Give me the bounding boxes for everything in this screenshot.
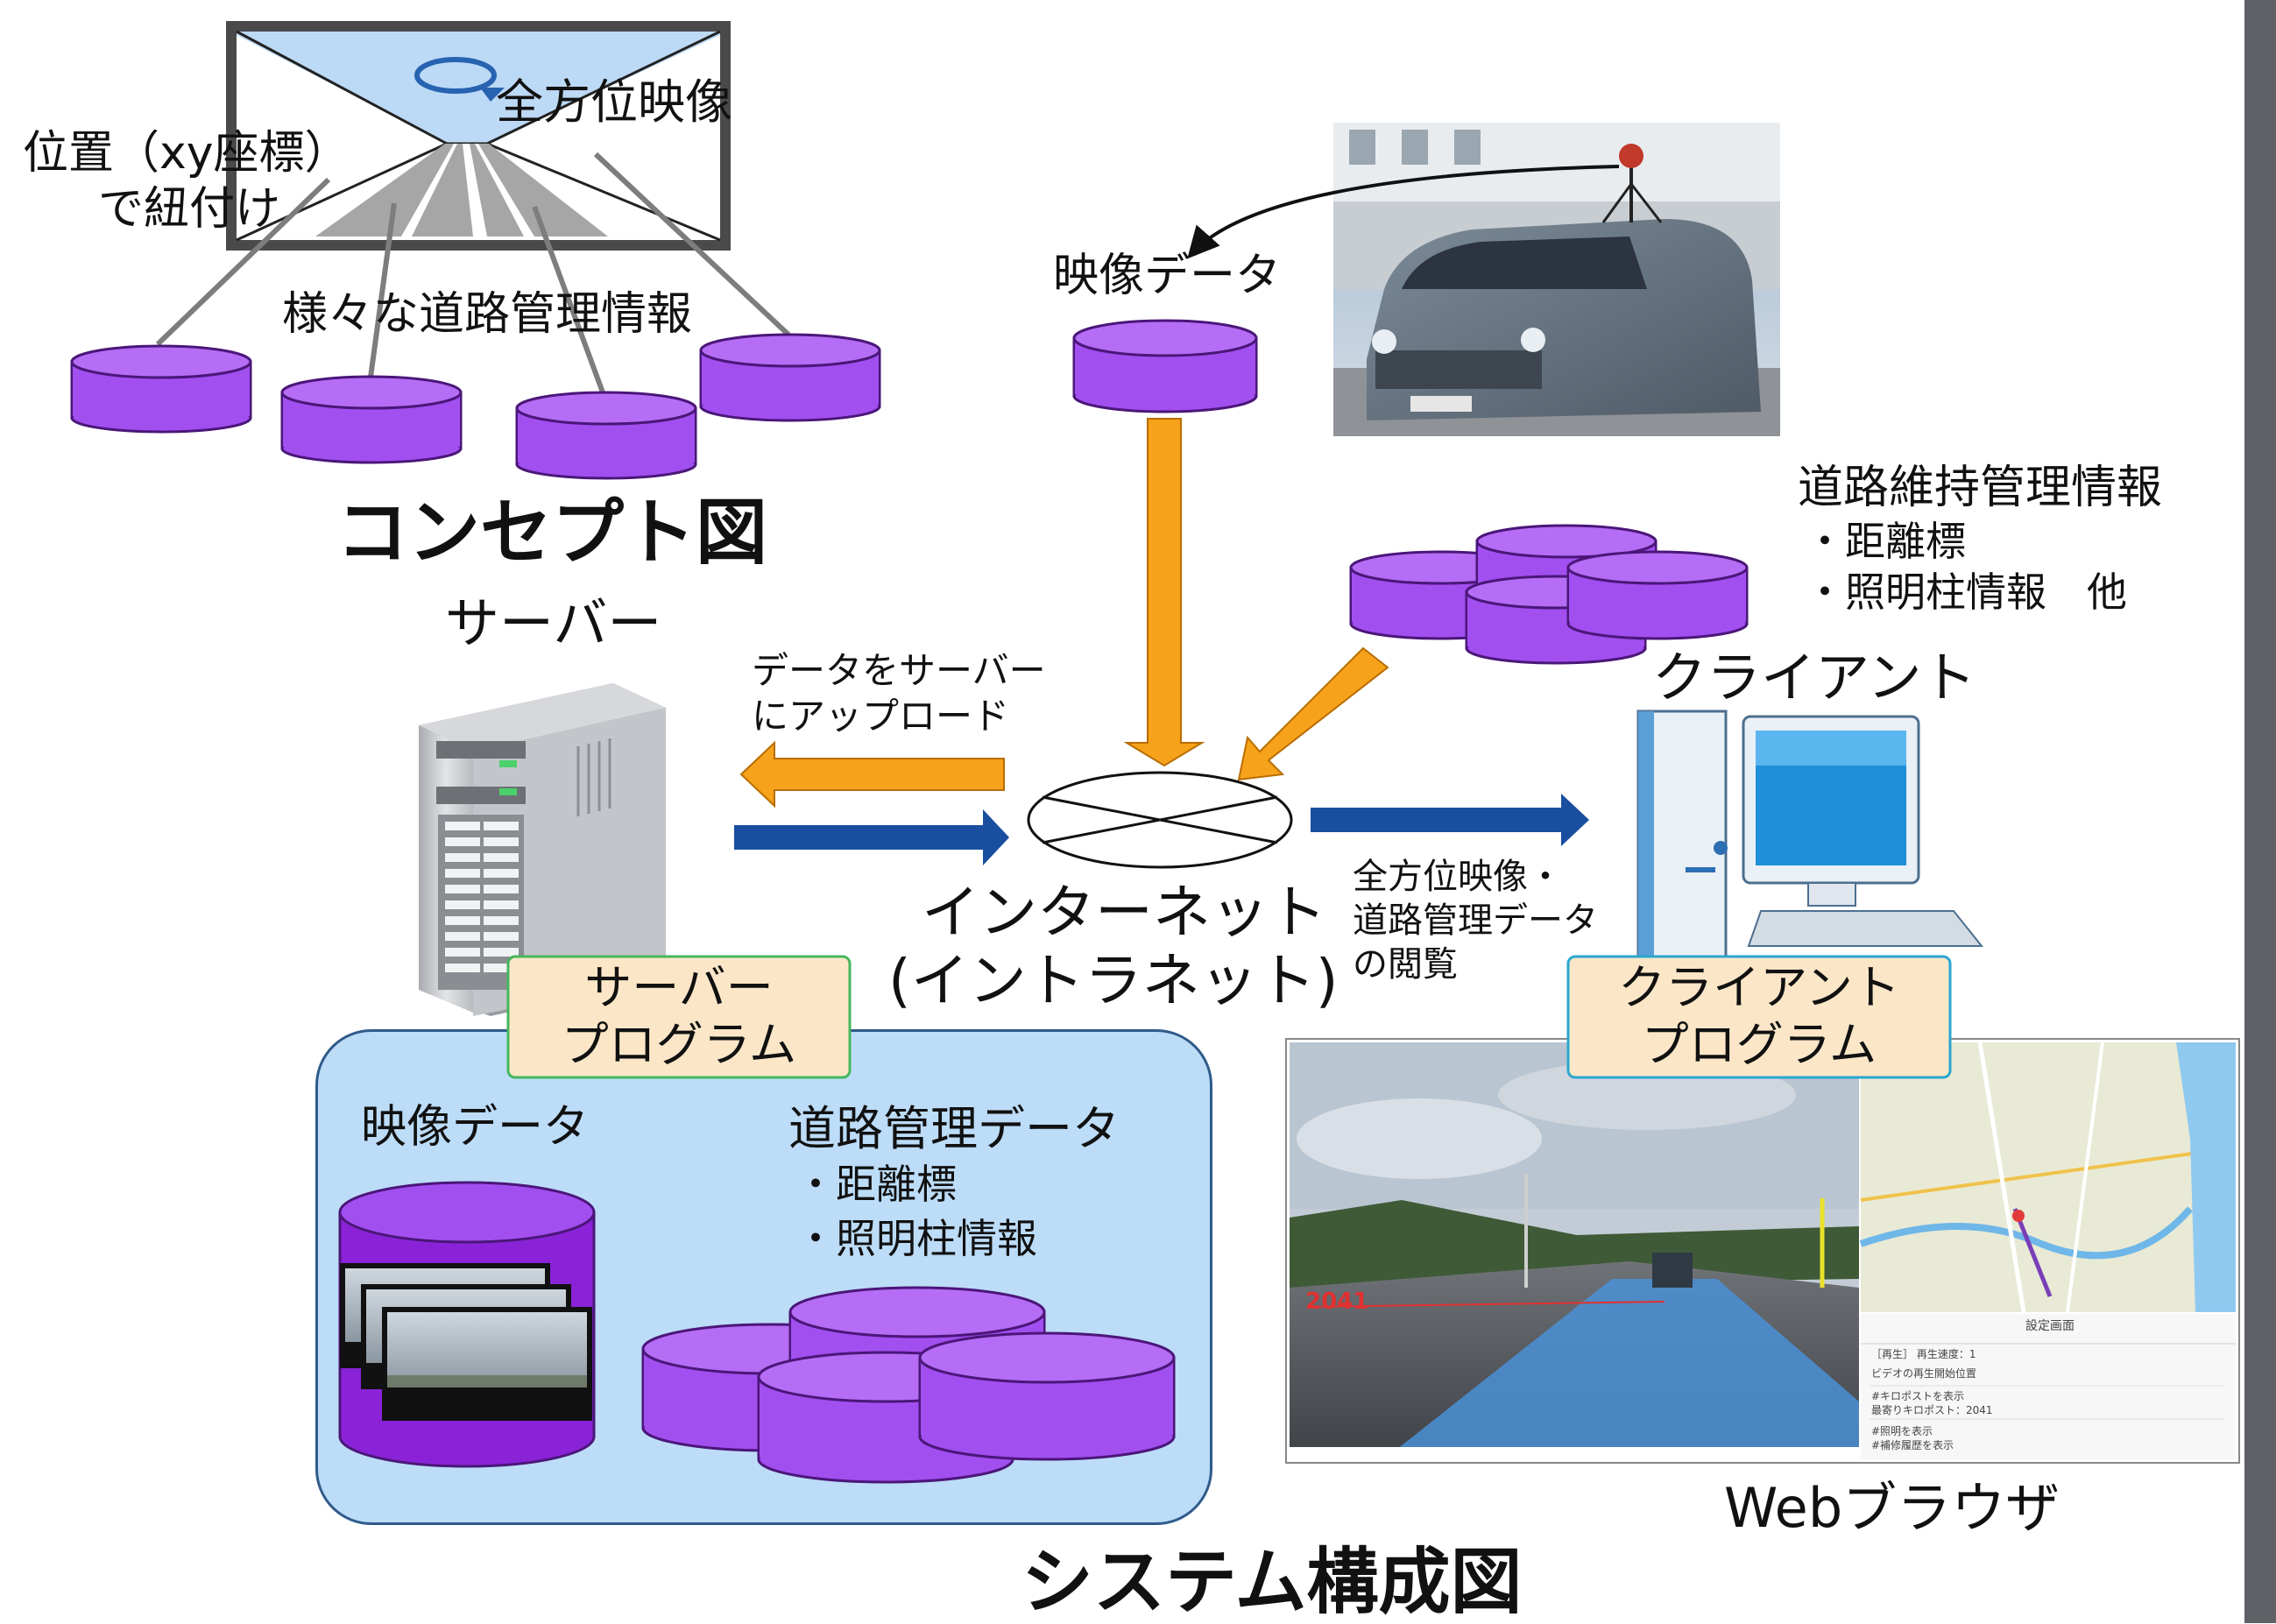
upload-arrow <box>739 740 1005 808</box>
road-maintenance-title: 道路維持管理情報 <box>1798 462 2163 514</box>
panel-video-label: 映像データ <box>361 1101 590 1154</box>
video-database <box>1072 319 1258 413</box>
settings-row-6: #補修履歴を表示 <box>1871 1439 1954 1451</box>
concept-title: コンセプト図 <box>336 491 768 575</box>
concept-database-2 <box>280 375 463 464</box>
internet-line2: (イントラネット) <box>888 947 1339 1014</box>
settings-panel <box>1861 1314 2236 1459</box>
internet-line1: インターネット <box>922 879 1326 946</box>
upload-label-line2: にアップロード <box>752 695 1010 738</box>
camera-car-photo <box>1333 123 1780 436</box>
server-program-line1: サーバー <box>584 960 774 1016</box>
map-view <box>1861 1042 2236 1312</box>
video-to-internet-arrow <box>1123 418 1205 767</box>
server-program-label: サーバー プログラム <box>511 959 847 1075</box>
panorama-thumbnail-3 <box>382 1307 592 1421</box>
internet-to-client-arrow <box>1311 794 1589 846</box>
position-label-line2: で紐付け <box>98 183 281 236</box>
settings-row-4: 最寄りキロポスト：2041 <box>1871 1404 1993 1416</box>
browser-label: Webブラウザ <box>1724 1476 2060 1540</box>
view-label-line2: 道路管理データ <box>1353 900 1598 941</box>
view-label-line1: 全方位映像・ <box>1353 857 1563 897</box>
concept-diagram <box>70 21 881 480</box>
road-maintenance-databases <box>1349 524 1749 665</box>
road-info-label: 様々な道路管理情報 <box>282 288 693 341</box>
client-program-label: クライアント プログラム <box>1571 959 1947 1075</box>
server-icon <box>419 683 666 1016</box>
road-maintenance-item-2: ・照明柱情報 他 <box>1805 568 2127 616</box>
settings-title: 設定画面 <box>2025 1319 2075 1333</box>
server-to-internet-arrow <box>734 809 1009 865</box>
rotation-arrow-icon <box>414 57 505 102</box>
road-maintenance-item-1: ・距離標 <box>1805 518 1966 565</box>
panel-road-data-item-1: ・距離標 <box>795 1161 957 1208</box>
panorama-label: 全方位映像 <box>496 74 732 130</box>
client-program-line2: プログラム <box>1641 1017 1877 1072</box>
concept-database-3 <box>515 391 697 480</box>
concept-database-1 <box>70 344 252 434</box>
server-label: サーバー <box>445 591 662 655</box>
position-label-line1: 位置（xy座標） <box>23 127 350 180</box>
client-pc-icon <box>1636 710 1984 965</box>
view-label-line3: の閲覧 <box>1353 944 1458 985</box>
maintenance-to-internet-arrow <box>1237 646 1389 781</box>
client-label: クライアント <box>1652 646 1976 710</box>
upload-label-line1: データをサーバー <box>752 649 1046 692</box>
settings-row-2: ビデオの再生開始位置 <box>1871 1367 1977 1380</box>
panel-road-data-item-2: ・照明柱情報 <box>795 1215 1037 1262</box>
web-browser-screenshot <box>1285 1038 2240 1464</box>
settings-row-1: ［再生］ 再生速度：1 <box>1871 1348 1976 1360</box>
distance-marker-text: 2041 <box>1305 1289 1369 1315</box>
video-data-label: 映像データ <box>1053 250 1282 302</box>
system-title: システム構成図 <box>1021 1541 1523 1624</box>
server-program-line2: プログラム <box>561 1017 797 1072</box>
panel-video-database <box>338 1181 596 1468</box>
camera-to-video-arrow <box>1187 165 1620 259</box>
slide-edge-bar <box>2244 0 2276 1623</box>
concept-database-4 <box>699 333 881 422</box>
settings-row-5: #照明を表示 <box>1871 1425 1933 1437</box>
panel-road-databases <box>641 1286 1176 1484</box>
panel-road-data-title: 道路管理データ <box>788 1101 1120 1156</box>
internet-node <box>1027 771 1293 869</box>
client-program-line1: クライアント <box>1618 960 1900 1016</box>
settings-row-3: #キロポストを表示 <box>1871 1390 1965 1402</box>
